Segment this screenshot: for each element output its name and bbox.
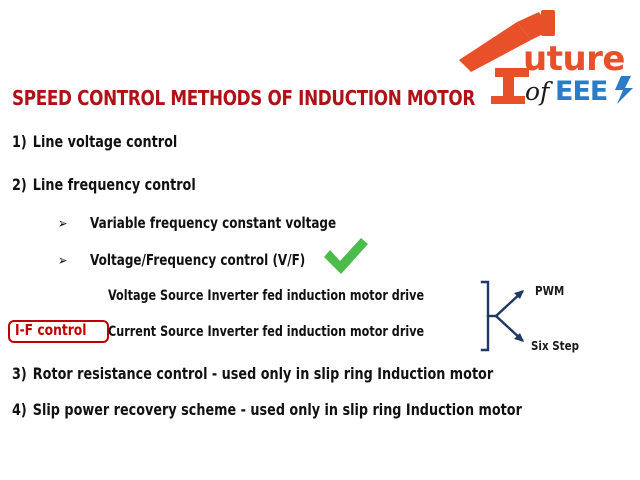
list-item-1-number: 1) <box>12 132 27 151</box>
lightning-bolt-icon <box>615 76 633 104</box>
if-control-badge[interactable]: I-F control <box>8 320 110 343</box>
list-item-4-number: 4) <box>12 400 27 419</box>
branch-label-six-step: Six Step <box>531 339 579 353</box>
list-item-1-label: Line voltage control <box>32 132 178 151</box>
list-item-3: 3) Rotor resistance control - used only i… <box>12 364 493 383</box>
svg-text:of: of <box>525 77 553 106</box>
telescope-icon <box>459 10 555 104</box>
if-control-label: I-F control <box>15 321 87 339</box>
list-item-2-number: 2) <box>12 175 27 194</box>
arrow-bullet-icon: ➢ <box>58 216 68 232</box>
future-of-eee-logo[interactable]: uture of EEE <box>455 8 637 106</box>
list-item-2-label: Line frequency control <box>32 175 196 194</box>
list-item-3-number: 3) <box>12 364 27 383</box>
arrow-head-up-icon <box>514 290 524 299</box>
branch-arrows-group <box>478 278 540 356</box>
inverter-line-vsi: Voltage Source Inverter fed induction mo… <box>108 288 425 304</box>
green-check-icon <box>322 236 370 276</box>
inverter-line-csi: Current Source Inverter fed induction mo… <box>108 324 425 340</box>
list-item-4-label: Slip power recovery scheme - used only i… <box>32 400 522 419</box>
sub-list-item-2-label: Voltage/Frequency control (V/F) <box>90 251 306 269</box>
sub-list-item-1: ➢ Variable frequency constant voltage <box>58 214 336 232</box>
arrow-bullet-icon: ➢ <box>58 253 68 269</box>
arrow-head-down-icon <box>514 333 524 342</box>
branch-label-pwm: PWM <box>535 284 565 298</box>
page-title: SPEED CONTROL METHODS OF INDUCTION MOTOR <box>12 86 475 110</box>
list-item-4: 4) Slip power recovery scheme - used only… <box>12 400 522 419</box>
svg-text:uture: uture <box>523 39 625 79</box>
svg-text:EEE: EEE <box>555 76 607 106</box>
sub-list-item-2: ➢ Voltage/Frequency control (V/F) <box>58 251 305 269</box>
list-item-1: 1) Line voltage control <box>12 132 177 151</box>
sub-list-item-1-label: Variable frequency constant voltage <box>90 214 337 232</box>
list-item-3-label: Rotor resistance control - used only in … <box>32 364 494 383</box>
list-item-2: 2) Line frequency control <box>12 175 196 194</box>
